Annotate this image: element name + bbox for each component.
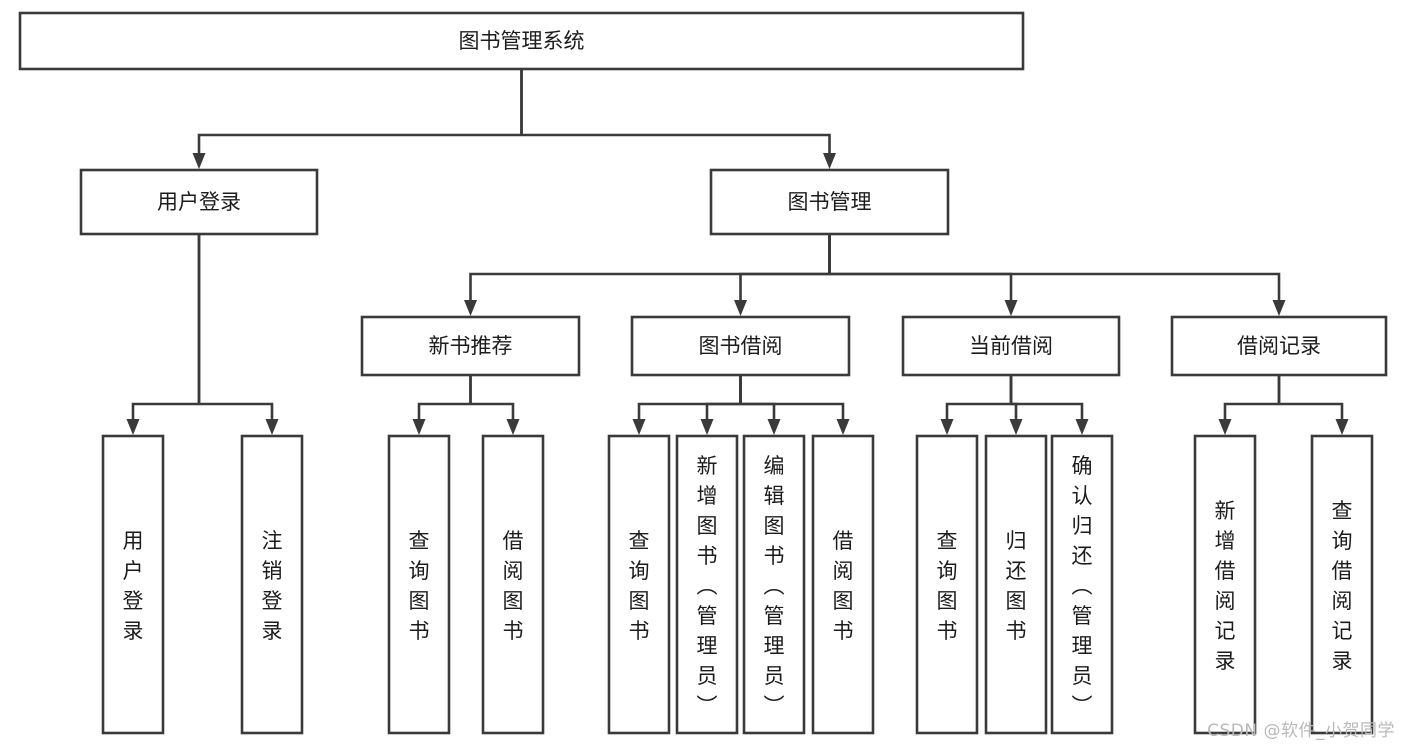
node-box [630,315,851,377]
arrowhead-icon [1335,419,1349,435]
arrowhead-icon [632,419,646,435]
node-label: 用户登录 [123,529,144,643]
node-leaf-query-record[interactable]: 查询借阅记录 [1310,434,1374,735]
node-box [240,434,304,735]
edge-new-book-rec-to-leaf-query-book-1 [412,375,472,435]
node-box [984,434,1048,735]
arrowhead-icon [506,419,520,435]
edge-borrow-record-to-leaf-query-record [1277,375,1349,435]
edges-layer [126,69,1349,435]
node-user-login[interactable]: 用户登录 [79,168,319,236]
edge-current-borrow-to-leaf-query-book-3 [940,375,1013,435]
arrowhead-icon [767,419,781,435]
arrowhead-icon [1075,419,1089,435]
csdn-watermark: CSDN @软件_小贺同学 [1207,721,1395,741]
node-box [387,434,451,735]
node-box [742,434,806,735]
edge-book-manage-to-borrow-record [828,234,1286,316]
node-label: 当前借阅 [969,334,1053,358]
node-box [1050,434,1114,735]
node-label: 借阅记录 [1237,334,1321,358]
arrowhead-icon [464,300,477,316]
node-label: 用户登录 [157,190,241,214]
node-label: 查询图书 [629,529,650,643]
node-box [709,168,950,236]
node-label: 确认归还︵管理员︶ [1072,454,1093,718]
edge-user-login-to-leaf-logout [197,234,279,435]
node-box [675,434,739,735]
node-label: 借阅图书 [833,529,854,643]
node-label: 新书推荐 [429,334,513,358]
edge-book-borrow-to-leaf-add-book [700,375,742,435]
node-new-book-rec[interactable]: 新书推荐 [360,315,581,377]
node-label: 查询图书 [409,529,430,643]
arrowhead-icon [1004,300,1018,316]
node-leaf-user-login[interactable]: 用户登录 [101,434,165,735]
node-label: 新增图书︵管理员︶ [697,454,718,718]
arrowhead-icon [700,419,714,435]
node-leaf-return-book[interactable]: 归还图书 [984,434,1048,735]
node-box [101,434,165,735]
node-leaf-query-book-1[interactable]: 查询图书 [387,434,451,735]
node-box [1193,434,1257,735]
arrowhead-icon [1218,419,1232,435]
node-leaf-query-book-2[interactable]: 查询图书 [607,434,671,735]
arrowhead-icon [192,153,206,169]
arrowhead-icon [940,419,954,435]
node-label: 图书管理系统 [459,29,585,53]
arrowhead-icon [265,419,279,435]
node-book-borrow[interactable]: 图书借阅 [630,315,851,377]
node-leaf-borrow-book-2[interactable]: 借阅图书 [811,434,875,735]
node-box [79,168,319,236]
node-box [1310,434,1374,735]
node-label: 借阅图书 [503,529,524,643]
node-box [481,434,545,735]
node-borrow-record[interactable]: 借阅记录 [1170,315,1388,377]
node-box [811,434,875,735]
node-box [18,11,1025,71]
edge-book-borrow-to-leaf-borrow-book-2 [739,375,850,435]
node-label: 图书管理 [788,190,872,214]
node-label: 新增借阅记录 [1215,499,1236,673]
node-leaf-borrow-book-1[interactable]: 借阅图书 [481,434,545,735]
edge-user-login-to-leaf-user-login [126,234,201,435]
arrowhead-icon [126,419,140,435]
node-leaf-query-book-3[interactable]: 查询图书 [915,434,979,735]
arrowhead-icon [412,419,426,435]
edge-root-to-user-login [192,69,523,169]
node-root[interactable]: 图书管理系统 [18,11,1025,71]
node-box [607,434,671,735]
arrowhead-icon [734,300,747,316]
node-current-borrow[interactable]: 当前借阅 [901,315,1121,377]
node-leaf-confirm-return[interactable]: 确认归还︵管理员︶ [1050,434,1114,735]
node-leaf-add-record[interactable]: 新增借阅记录 [1193,434,1257,735]
edge-root-to-book-manage [520,69,836,169]
edge-book-manage-to-book-borrow [734,234,831,316]
node-box [901,315,1121,377]
node-label: 查询借阅记录 [1332,499,1353,673]
node-label: 归还图书 [1006,529,1027,643]
node-book-manage[interactable]: 图书管理 [709,168,950,236]
edge-borrow-record-to-leaf-add-record [1218,375,1281,435]
node-label: 图书借阅 [699,334,783,358]
arrowhead-icon [823,153,836,169]
edge-new-book-rec-to-leaf-borrow-book-1 [469,375,520,435]
node-box [360,315,581,377]
arrowhead-icon [836,419,850,435]
arrowhead-icon [1009,419,1023,435]
node-leaf-add-book[interactable]: 新增图书︵管理员︶ [675,434,739,735]
node-label: 注销登录 [262,529,283,643]
node-box [915,434,979,735]
edge-current-borrow-to-leaf-confirm-return [1009,375,1089,435]
node-box [1170,315,1388,377]
node-leaf-edit-book[interactable]: 编辑图书︵管理员︶ [742,434,806,735]
node-label: 查询图书 [937,529,958,643]
node-label: 编辑图书︵管理员︶ [764,454,785,718]
nodes-layer: 图书管理系统用户登录图书管理新书推荐图书借阅当前借阅借阅记录用户登录注销登录查询… [18,11,1388,735]
arrowhead-icon [1272,300,1286,316]
node-leaf-logout[interactable]: 注销登录 [240,434,304,735]
